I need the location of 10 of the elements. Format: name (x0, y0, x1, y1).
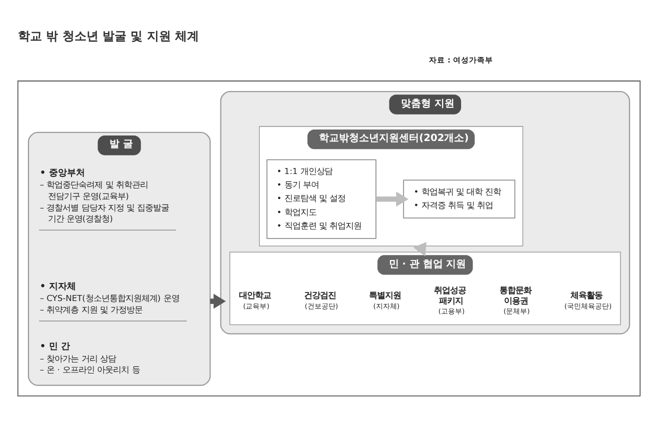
node-box: • 학업복귀 및 대학 진학 • 자격증 취득 및 취업 (403, 179, 516, 218)
node-text: • 지자체 – CYS-NET(청소년통합지원체계) 운영 – 취약계층 지원 및 가정방문 (40, 281, 180, 314)
cluster (17, 80, 641, 396)
node-box: • 1:1 개인상담 • 동기 부여 • 진로탐색 및 설정 • 학업지도 • 직업훈련 및 취업지원 (266, 158, 376, 238)
node-text: • 중앙부처 – 학업중단숙려제 및 취학관리 전담기구 운영(교육부) – 경찰서별 담당자 지정 및 집중발굴 기간 운영(경찰청) (40, 168, 170, 224)
node-text: • 민 간 – 찾아가는 거리 상담 – 온 · 오프라인 아웃리치 등 (40, 342, 140, 374)
diagram-title: 학교 밖 청소년 발굴 및 지원 체계 (18, 28, 200, 42)
label: 자료 : 여성가족부 (428, 54, 494, 64)
arrow (413, 241, 426, 256)
arrow (376, 191, 408, 206)
